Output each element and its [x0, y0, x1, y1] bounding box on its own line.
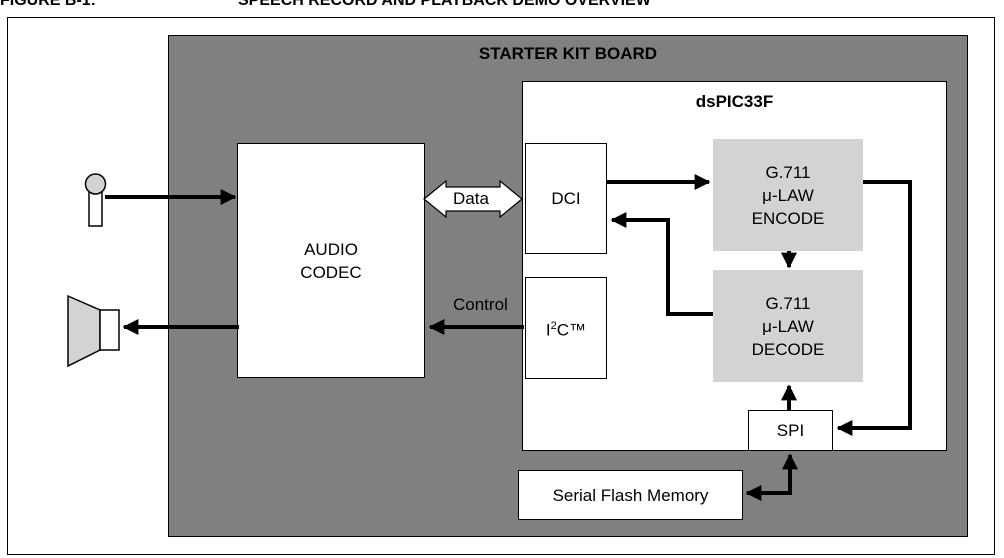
decode-to-dci-arrow — [610, 212, 713, 316]
i2c-block: I2C™ — [525, 277, 607, 379]
microphone-icon — [84, 173, 107, 227]
figure-title: SPEECH RECORD AND PLAYBACK DEMO OVERVIEW — [238, 0, 651, 9]
i2c-label: I2C™ — [545, 319, 587, 340]
data-bidirectional-arrow — [423, 179, 523, 219]
g711-encode-block: G.711 μ-LAW ENCODE — [713, 139, 863, 251]
control-label: Control — [453, 295, 508, 314]
spi-block: SPI — [748, 410, 833, 451]
spi-flash-bidirectional-arrow — [745, 453, 798, 501]
figure-label: FIGURE B-1: — [0, 0, 96, 9]
encode-to-spi-arrow — [836, 180, 912, 436]
serial-flash-block: Serial Flash Memory — [518, 470, 743, 520]
data-label: Data — [453, 189, 489, 208]
audio-codec-block: AUDIO CODEC — [237, 143, 425, 378]
speaker-icon — [67, 294, 120, 368]
figure-header: FIGURE B-1: SPEECH RECORD AND PLAYBACK D… — [0, 0, 1004, 10]
dci-block: DCI — [525, 143, 607, 254]
g711-decode-block: G.711 μ-LAW DECODE — [713, 270, 863, 382]
chip-title: dsPIC33F — [695, 92, 774, 111]
board-title: STARTER KIT BOARD — [478, 44, 658, 63]
